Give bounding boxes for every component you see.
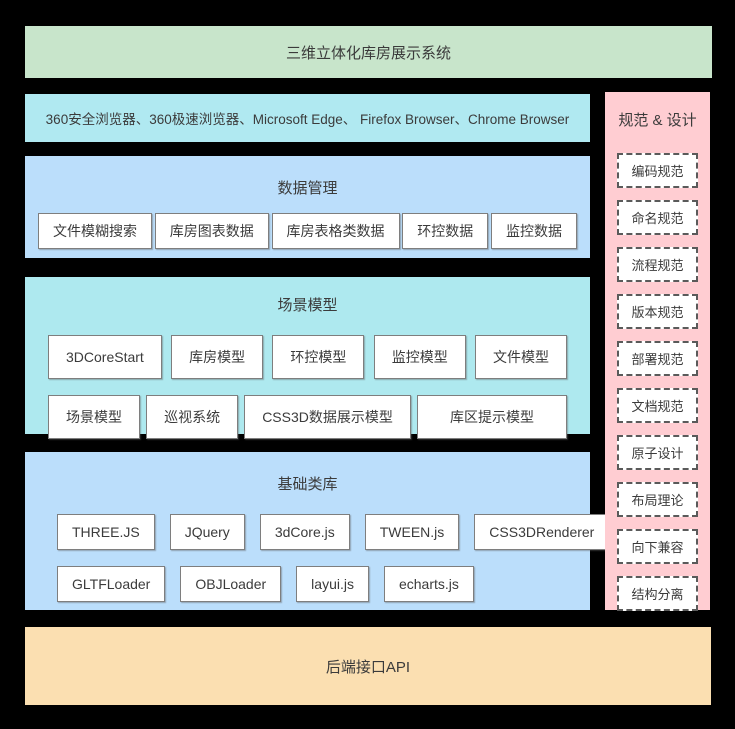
- module-box-monitoring-data: 监控数据: [491, 213, 577, 249]
- module-box-storage-area-tip-model: 库区提示模型: [416, 395, 567, 439]
- module-box-3dcorestart: 3DCoreStart: [48, 335, 162, 379]
- section-title-base-library: 基础类库: [277, 476, 338, 493]
- module-box-warehouse-model: 库房模型: [171, 335, 264, 379]
- backend-api-label: 后端接口API: [325, 658, 411, 676]
- library-box-objloader: OBJLoader: [180, 566, 282, 602]
- section-title-data-management: 数据管理: [277, 180, 338, 197]
- module-box-scene-model: 场景模型: [48, 395, 140, 439]
- base-library-row-2: GLTFLoader OBJLoader layui.js echarts.js: [25, 566, 590, 602]
- standard-box-structure-separation: 结构分离: [617, 576, 698, 611]
- standard-box-naming-standard: 命名规范: [617, 200, 698, 235]
- module-box-warehouse-chart-data: 库房图表数据: [154, 213, 269, 249]
- browsers-bar: 360安全浏览器、360极速浏览器、Microsoft Edge、 Firefo…: [25, 94, 590, 142]
- standard-box-deployment-standard: 部署规范: [617, 341, 698, 376]
- base-library-row-1: THREE.JS JQuery 3dCore.js TWEEN.js CSS3D…: [25, 514, 610, 550]
- module-box-file-model: 文件模型: [475, 335, 567, 379]
- standard-box-process-standard: 流程规范: [617, 247, 698, 282]
- module-box-css3d-data-display-model: CSS3D数据展示模型: [244, 395, 411, 439]
- module-box-env-control-model: 环控模型: [272, 335, 365, 379]
- backend-api-bar: 后端接口API: [25, 627, 711, 705]
- browsers-list: 360安全浏览器、360极速浏览器、Microsoft Edge、 Firefo…: [45, 112, 570, 127]
- library-box-gltfloader: GLTFLoader: [57, 566, 166, 602]
- module-box-patrol-system: 巡视系统: [146, 395, 239, 439]
- standard-box-version-standard: 版本规范: [617, 294, 698, 329]
- library-box-css3drenderer: CSS3DRenderer: [474, 514, 610, 550]
- library-box-threejs: THREE.JS: [57, 514, 155, 550]
- module-box-env-control-data: 环控数据: [402, 213, 489, 249]
- standard-box-coding-standard: 编码规范: [617, 153, 698, 188]
- standard-box-atomic-design: 原子设计: [617, 435, 698, 470]
- system-title-banner: 三维立体化库房展示系统: [25, 26, 712, 78]
- scene-model-row-2: 场景模型 巡视系统 CSS3D数据展示模型 库区提示模型: [25, 395, 590, 439]
- library-box-3dcorejs: 3dCore.js: [259, 514, 350, 550]
- library-box-echartsjs: echarts.js: [383, 566, 474, 602]
- data-management-row: 文件模糊搜索 库房图表数据 库房表格类数据 环控数据 监控数据: [25, 213, 590, 249]
- section-scene-model: 场景模型 3DCoreStart 库房模型 环控模型 监控模型 文件模型 场景模…: [25, 277, 590, 439]
- module-box-warehouse-table-data: 库房表格类数据: [271, 213, 400, 249]
- section-data-management: 数据管理 文件模糊搜索 库房图表数据 库房表格类数据 环控数据 监控数据: [25, 156, 590, 258]
- standard-box-layout-theory: 布局理论: [617, 482, 698, 517]
- section-base-library: 基础类库 THREE.JS JQuery 3dCore.js TWEEN.js …: [25, 452, 610, 610]
- library-box-tweenjs: TWEEN.js: [364, 514, 460, 550]
- section-title-scene-model: 场景模型: [277, 297, 338, 314]
- scene-model-row-1: 3DCoreStart 库房模型 环控模型 监控模型 文件模型: [25, 335, 590, 379]
- library-box-jquery: JQuery: [169, 514, 245, 550]
- standards-design-column: 规范 & 设计 编码规范 命名规范 流程规范 版本规范 部署规范 文档规范 原子…: [605, 92, 710, 611]
- system-title: 三维立体化库房展示系统: [285, 44, 451, 62]
- standard-box-backward-compatibility: 向下兼容: [617, 529, 698, 564]
- standards-title: 规范 & 设计: [618, 112, 697, 129]
- library-box-layuijs: layui.js: [296, 566, 369, 602]
- module-box-file-fuzzy-search: 文件模糊搜索: [38, 213, 152, 249]
- module-box-monitoring-model: 监控模型: [373, 335, 466, 379]
- standard-box-documentation-standard: 文档规范: [617, 388, 698, 423]
